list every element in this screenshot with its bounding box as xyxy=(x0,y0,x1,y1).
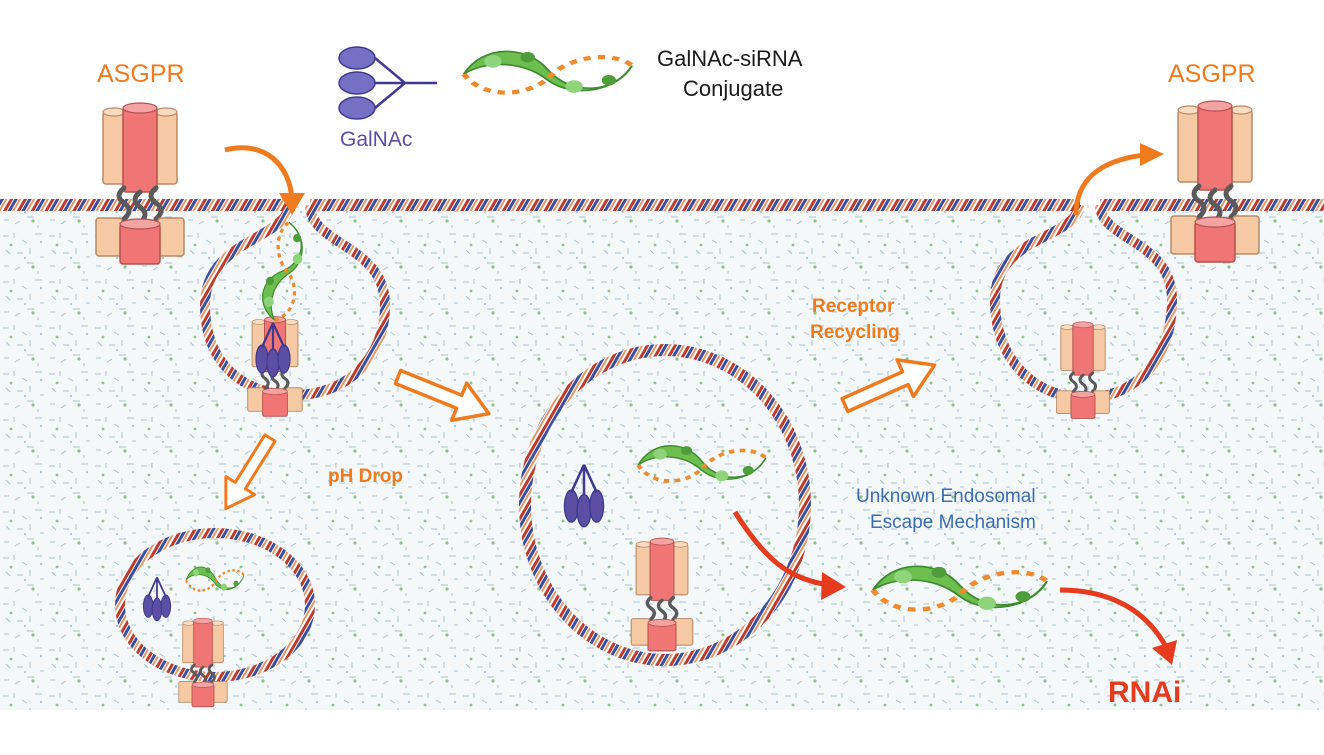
label-receptor-recycling-line1: Receptor xyxy=(812,296,895,317)
label-conjugate-line1: GalNAc-siRNA xyxy=(657,46,803,71)
sirna-duplex-top xyxy=(464,51,632,93)
asgpr-receptor-left xyxy=(96,103,184,264)
arrow-recycle-up xyxy=(1073,143,1164,216)
label-ph-drop: pH Drop xyxy=(328,466,403,487)
arrow-to-rnai xyxy=(1059,587,1177,665)
label-asgpr-left: ASGPR xyxy=(97,60,185,88)
asgpr-receptor-endosome-center xyxy=(629,536,695,653)
asgpr-receptor-right xyxy=(1171,101,1259,262)
label-receptor-recycling-line2: Recycling xyxy=(810,322,900,343)
label-escape-line2: Escape Mechanism xyxy=(870,512,1036,533)
label-escape-line1: Unknown Endosomal xyxy=(856,486,1036,507)
asgpr-receptor-endosome-lower-left xyxy=(177,616,229,709)
label-asgpr-right: ASGPR xyxy=(1168,60,1256,88)
arrow-endosomal-escape xyxy=(732,510,846,600)
endosome-center xyxy=(519,344,811,666)
galnac-cluster-top xyxy=(337,45,439,121)
label-rnai: RNAi xyxy=(1108,676,1182,709)
arrow-uptake xyxy=(224,145,305,215)
label-galnac: GalNAc xyxy=(340,128,413,151)
label-conjugate-line2: Conjugate xyxy=(683,76,784,101)
asgpr-receptor-vesicle-right xyxy=(1055,320,1111,420)
